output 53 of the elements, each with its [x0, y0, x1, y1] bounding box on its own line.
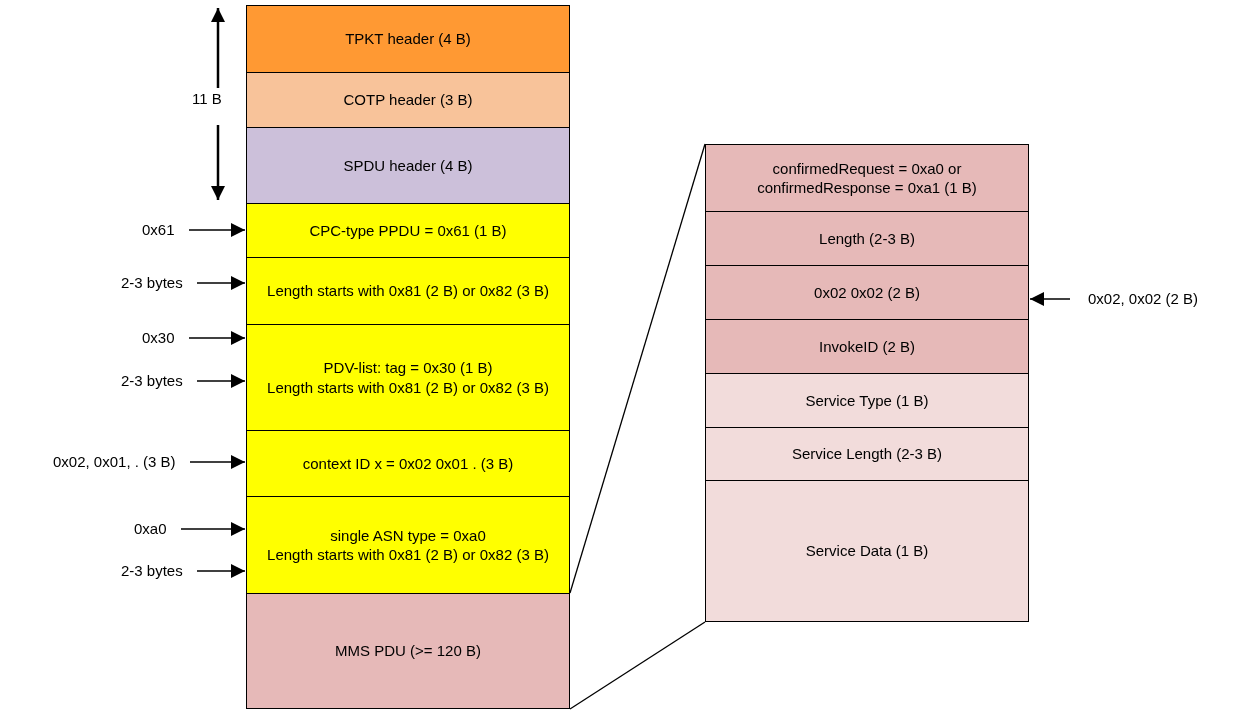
packet-field [705, 265, 1029, 320]
field-text: Service Data (1 B) [805, 541, 929, 561]
field-text: CPC-type PPDU = 0x61 (1 B) [309, 220, 507, 241]
packet-field [705, 144, 1029, 212]
field-text: MMS PDU (>= 120 B) [335, 641, 481, 661]
field-text: Length starts with 0x81 (2 B) or 0x82 (3 B) [267, 377, 549, 397]
field-text: 0x02 0x02 (2 B) [814, 282, 920, 303]
callout-text: 0x02, 0x02 (2 B) [1088, 290, 1199, 308]
callout-text: 2-3 bytes [121, 274, 183, 292]
dimension-label: 11 B [192, 90, 222, 108]
arrow [188, 331, 246, 345]
field-text: Length starts with 0x81 (2 B) or 0x82 (3 B) [267, 545, 549, 565]
packet-field [246, 430, 570, 497]
field-text: PDV-list: tag = 0x30 (1 B) [323, 358, 493, 378]
callout-text: 0x30 [142, 329, 175, 347]
callout-text: 0x02, 0x01, . (3 B) [53, 453, 176, 471]
arrow [196, 374, 246, 388]
field-text: TPKT header (4 B) [345, 29, 471, 49]
field-text: Length (2-3 B) [819, 228, 915, 249]
arrow [189, 455, 246, 469]
field-text: COTP header (3 B) [343, 90, 473, 110]
packet-field [246, 127, 570, 204]
arrow [188, 223, 246, 237]
packet-field [246, 72, 570, 128]
zoom-line [569, 621, 706, 710]
packet-field [705, 427, 1029, 481]
zoom-line [569, 143, 706, 594]
arrow [1029, 292, 1071, 306]
callout-text: 0xa0 [134, 520, 167, 538]
packet-field [705, 480, 1029, 622]
packet-field [705, 373, 1029, 428]
field-text: InvokeID (2 B) [819, 336, 915, 357]
packet-field [246, 203, 570, 258]
packet-field [705, 319, 1029, 374]
field-text: context ID x = 0x02 0x01 . (3 B) [302, 453, 514, 474]
arrow [196, 564, 246, 578]
packet-field [246, 257, 570, 325]
packet-field [246, 5, 570, 73]
packet-field [246, 324, 570, 431]
field-text: SPDU header (4 B) [343, 155, 473, 176]
field-text: Length starts with 0x81 (2 B) or 0x82 (3 B) [267, 281, 549, 301]
packet-field [246, 593, 570, 709]
packet-field [705, 211, 1029, 266]
field-text: Service Type (1 B) [805, 390, 929, 411]
field-text: Service Length (2-3 B) [791, 444, 943, 464]
field-text: single ASN type = 0xa0 [330, 525, 486, 545]
callout-text: 2-3 bytes [121, 562, 183, 580]
callout-text: 0x61 [142, 221, 175, 239]
field-text: confirmedRequest = 0xa0 or confirmedResponse = 0xa1 (1 B) [756, 158, 978, 198]
arrow [180, 522, 246, 536]
arrow [196, 276, 246, 290]
packet-field [246, 496, 570, 594]
callout-text: 2-3 bytes [121, 372, 183, 390]
